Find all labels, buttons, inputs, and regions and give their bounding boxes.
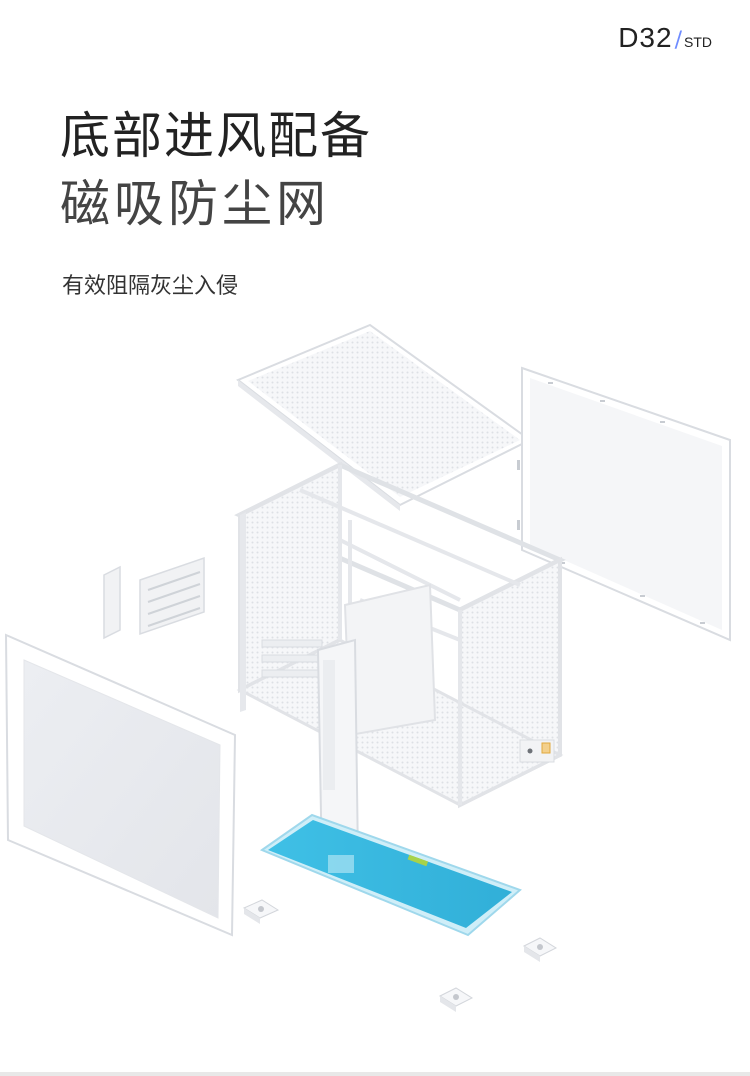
front-io-panel <box>519 739 555 763</box>
case-chassis <box>234 461 566 809</box>
magnetic-dust-filter <box>259 813 522 937</box>
bottom-divider <box>0 1072 750 1076</box>
brand-separator: / <box>674 28 682 53</box>
feature-subtitle: 有效阻隔灰尘入侵 <box>62 274 239 299</box>
model-name: D32 <box>618 22 673 53</box>
case-foot <box>242 899 280 924</box>
case-feet <box>242 899 558 1012</box>
pcie-bracket-set <box>103 556 205 640</box>
heading-line-2: 磁吸防尘网 <box>60 175 330 233</box>
top-mesh-panel <box>236 323 532 511</box>
tempered-glass-side-panel <box>4 633 237 937</box>
right-side-panel <box>517 366 731 642</box>
brand-logo: D32/STD <box>618 22 712 54</box>
gpu-riser-bracket <box>316 638 360 872</box>
case-foot <box>522 937 558 962</box>
model-variant: STD <box>684 34 712 50</box>
exploded-case-illustration <box>4 323 731 1012</box>
heading-line-1: 底部进风配备 <box>60 107 372 165</box>
case-foot <box>438 987 474 1012</box>
